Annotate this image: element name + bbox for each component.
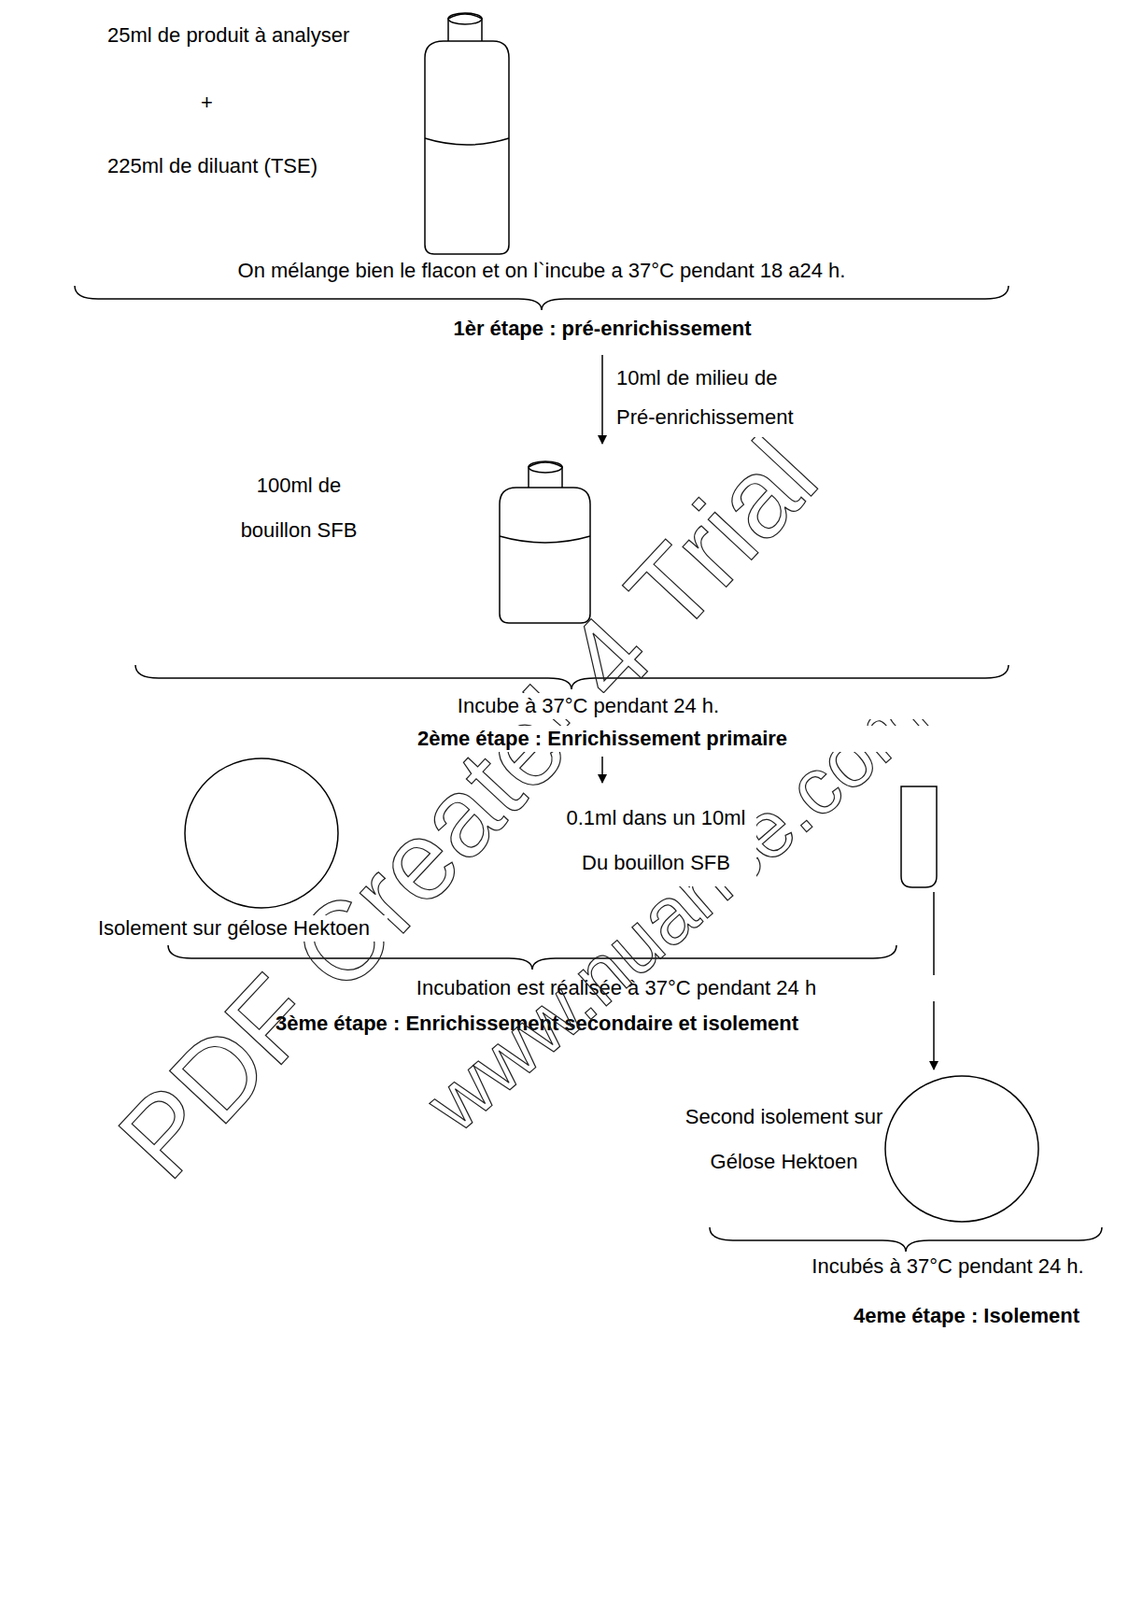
incubation-note: Incube à 37°C pendant 24 h.: [214, 692, 962, 720]
plus-sign: +: [200, 89, 229, 116]
flask: [424, 41, 509, 254]
plate-label: Second isolement sur Gélose Hektoen: [683, 1094, 885, 1186]
liquid-level: [499, 536, 591, 543]
petri-dish-group: Second isolement sur Gélose HektoenIncub…: [677, 1069, 1116, 1336]
tube-label: 0.1ml dans un 10ml Du bouillon SFB: [555, 795, 757, 887]
arrow-connector: [601, 354, 604, 444]
arrow-connector: [601, 756, 604, 783]
brace: [709, 1227, 1102, 1252]
petri-dish-node: Isolement sur gélose Hektoen: [88, 751, 397, 948]
petri-dish: [184, 758, 339, 908]
petri-dish: [885, 1075, 1039, 1222]
liquid-level: [424, 138, 509, 145]
brace: [74, 285, 1009, 311]
flask: [499, 487, 591, 623]
test-tube: [901, 786, 937, 888]
flask-cap-top: [528, 461, 563, 473]
step-heading: 4eme étape : Isolement: [826, 1302, 1107, 1329]
incubation-note: Incubés à 37°C pendant 24 h.: [807, 1253, 1088, 1280]
quantity-text: 225ml de diluant (TSE): [107, 153, 388, 180]
flask-cap: [528, 462, 563, 488]
step-heading: 2ème étape : Enrichissement primaire: [228, 725, 976, 752]
flask-cap-top: [448, 13, 482, 25]
plate-label: Isolement sur gélose Hektoen: [98, 915, 388, 942]
test-tube-node: 0.1ml dans un 10ml Du bouillon SFB: [550, 782, 948, 892]
quantity-text: 25ml de produit à analyser: [107, 22, 388, 49]
flask-group: 25ml de produit à analyser +225ml de dilu…: [65, 9, 1018, 355]
transfer-label: 10ml de milieu de Pré-enrichissement: [616, 358, 813, 438]
flask-cap: [448, 14, 482, 42]
incubation-note: On mélange bien le flacon et on l`incube…: [74, 257, 1009, 284]
medium-text: 100ml de bouillon SFB: [228, 463, 369, 554]
flask-group: 100ml de bouillon SFB Incube à 37°C penda…: [130, 443, 1014, 757]
step-heading: 1èr étape : pré-enrichissement: [228, 315, 976, 342]
